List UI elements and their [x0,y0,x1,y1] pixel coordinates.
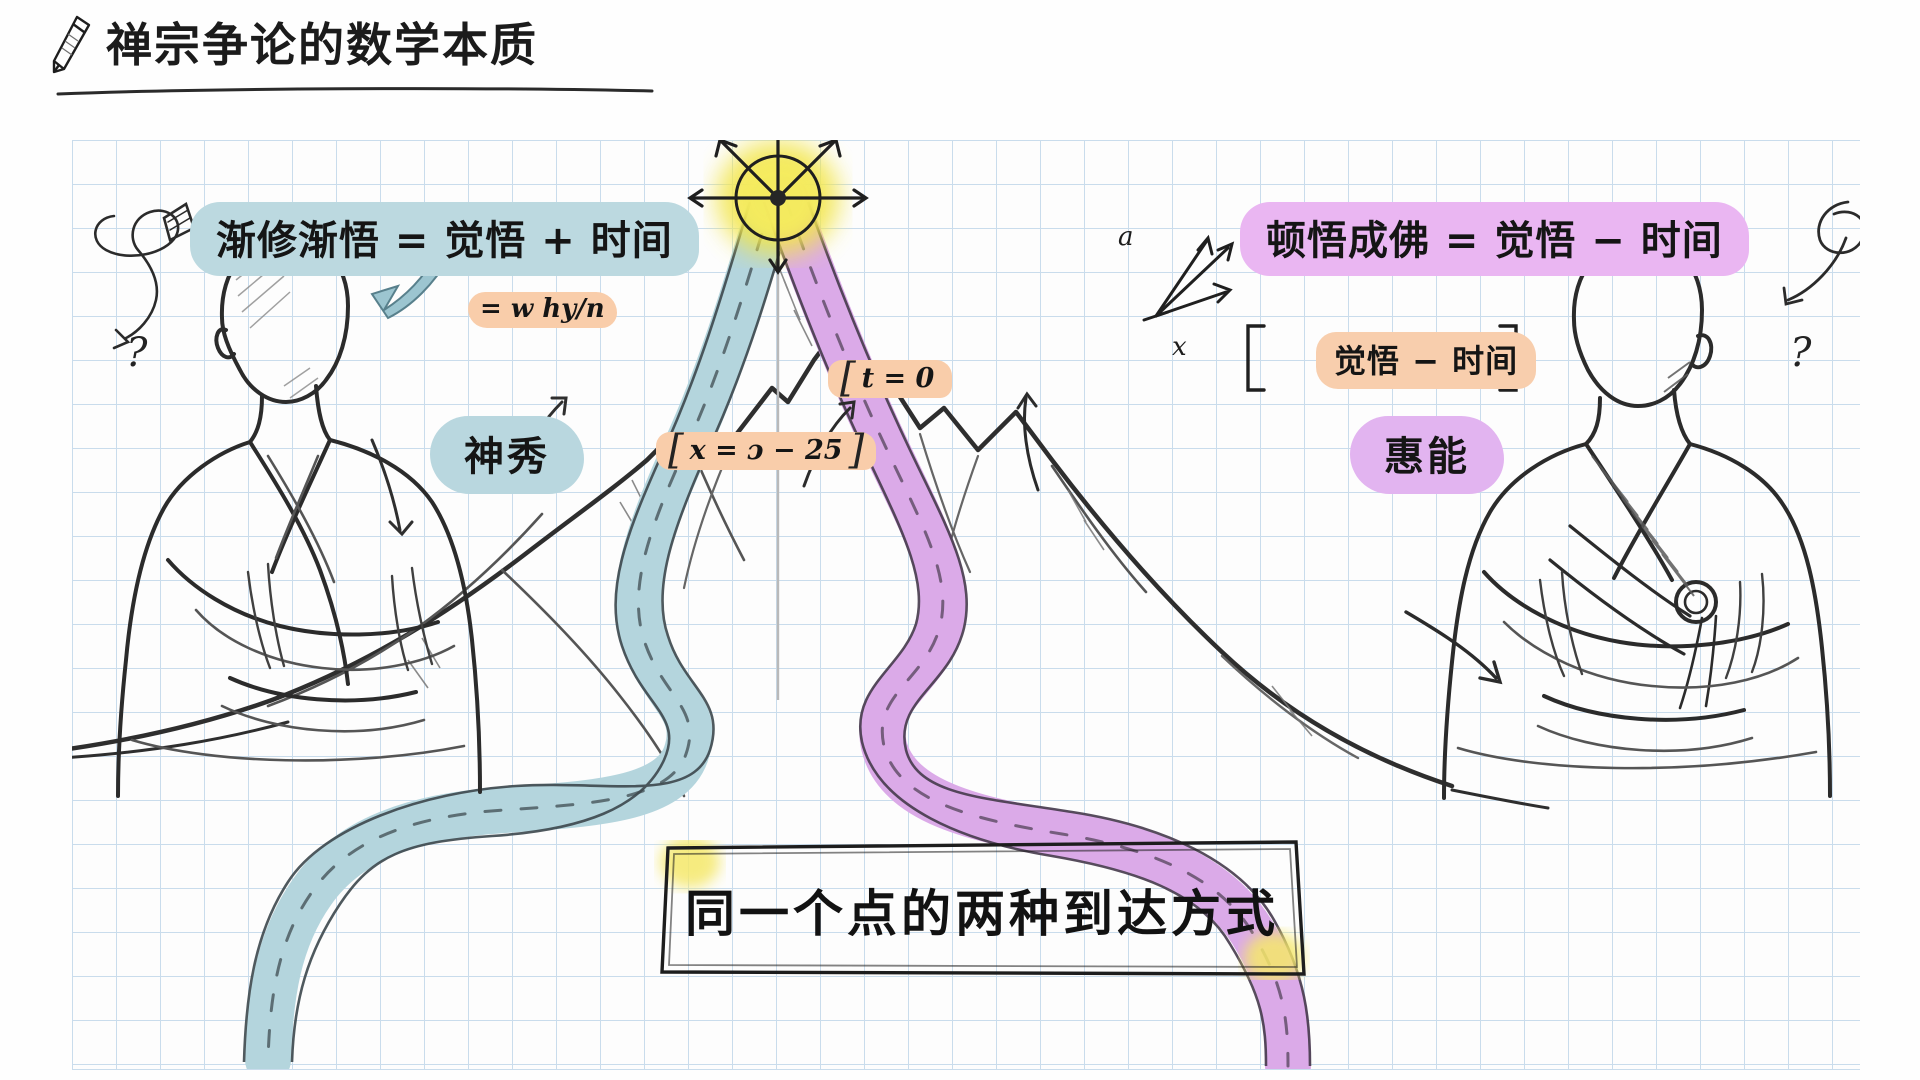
banner-text: 同一个点的两种到达方式 [685,885,1279,943]
formula-t-equation: [ t = 0 [828,355,953,401]
bracket-close-x: ] [848,427,865,473]
left-monk-shading [235,255,319,399]
summit-starburst [687,140,869,275]
label-gradual-equation: 渐修渐悟 = 觉悟 + 时间 [190,202,699,276]
formula-x-text: x = ɔ − 25 [689,434,843,466]
title-underline [56,87,654,96]
bracket-open-t: [ [840,355,856,401]
banner-frame [660,840,1306,980]
left-doodle-swirl [94,202,196,350]
arrow-to-huineng [1404,610,1503,685]
monk-figure-left [116,233,482,798]
bracket-open-x: [ [668,427,684,473]
vector-label-a: a [1118,222,1134,252]
sudden-path-purple [763,177,1311,1070]
formula-scribble: = w hy/n [468,292,617,328]
vector-label-x: x [1172,332,1187,362]
page-title-row: 禅宗争论的数学本质 [48,14,538,76]
right-monk-shading [1591,361,1695,597]
right-doodle-swirl [1782,200,1860,306]
label-sudden-equation: 顿悟成佛 = 觉悟 − 时间 [1240,202,1749,276]
label-shenxiu: 神秀 [430,416,584,494]
label-huineng: 惠能 [1350,416,1504,494]
question-mark-left: ? [126,330,148,376]
formula-t-text: t = 0 [861,362,935,394]
bottom-banner: 同一个点的两种到达方式 [652,840,1312,980]
page-title: 禅宗争论的数学本质 [106,18,538,72]
grid-paper-panel: 渐修渐悟 = 觉悟 + 时间 顿悟成佛 = 觉悟 − 时间 神秀 惠能 觉悟 −… [72,140,1860,1070]
label-bracket-term: 觉悟 − 时间 [1316,332,1537,389]
vector-doodle [1142,234,1235,322]
question-mark-right: ? [1790,330,1812,376]
arrow-t-up [1016,391,1040,492]
pencil-icon [52,15,91,74]
formula-x-equation: [ x = ɔ − 25 ] [656,427,877,473]
